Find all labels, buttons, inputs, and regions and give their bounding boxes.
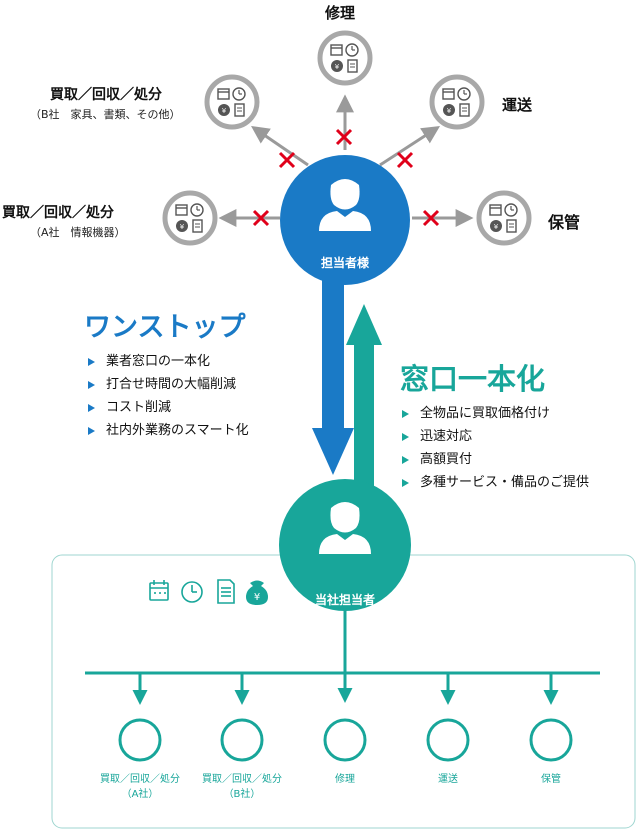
list-item: 社内外業務のスマート化: [86, 419, 249, 442]
list-item: 高額買付: [400, 448, 589, 471]
yen-bag-icon: ¥: [246, 580, 268, 605]
bottom-hub-label: 当社担当者: [314, 593, 375, 607]
storage-label: 保管: [548, 213, 581, 232]
arrow-to-transport: [379, 126, 441, 167]
node-buy-a: [118, 718, 162, 762]
cross-marks: [252, 128, 440, 227]
bullet-arrow-icon: [88, 427, 95, 435]
transport-vendor-icon: [432, 77, 482, 127]
list-item: 打合せ時間の大幅削減: [86, 373, 249, 396]
clock-icon: [181, 581, 203, 603]
top-hub-label: 担当者様: [320, 256, 369, 270]
repair-label: 修理: [325, 4, 356, 22]
document-icon: [217, 579, 235, 604]
buy-b-label: 買取／回収／処分: [50, 87, 162, 103]
buy-a-label: 買取／回収／処分: [2, 205, 114, 221]
calendar-icon: [149, 580, 169, 601]
transport-label: 運送: [502, 96, 533, 114]
bullet-arrow-icon: [88, 381, 95, 389]
onestop-list: 業者窓口の一本化 打合せ時間の大幅削減 コスト削減 社内外業務のスマート化: [86, 350, 249, 442]
node-label-storage: 保管: [541, 774, 561, 785]
cross-icon: [278, 151, 296, 169]
single-window-list: 全物品に買取価格付け 迅速対応 高額買付 多種サービス・備品のご提供: [400, 402, 589, 494]
bullet-arrow-icon: [88, 358, 95, 366]
vendor-arrows: [218, 94, 474, 227]
node-storage: [529, 718, 573, 762]
repair-vendor-icon: [320, 33, 370, 83]
list-item: 全物品に買取価格付け: [400, 402, 589, 425]
buy-b-sub: （B社 家具、書類、その他）: [30, 108, 181, 121]
onestop-title: ワンストップ: [84, 312, 246, 343]
node-buy-b: [220, 718, 264, 762]
list-item: 業者窓口の一本化: [86, 350, 249, 373]
svg-text:¥: ¥: [254, 592, 260, 603]
bullet-arrow-icon: [402, 479, 409, 487]
node-transport: [426, 718, 470, 762]
branch-arrows: [132, 673, 559, 705]
buy-a-sub: （A社 情報機器）: [30, 226, 126, 239]
arrow-to-buy-b: [251, 125, 309, 167]
down-arrow: [312, 280, 354, 475]
cross-icon: [252, 209, 270, 227]
node-label-buy-b: 買取／回収／処分 （B社）: [202, 774, 282, 800]
bullet-arrow-icon: [402, 410, 409, 418]
bullet-arrow-icon: [402, 456, 409, 464]
node-label-repair: 修理: [335, 774, 355, 785]
cross-icon: [335, 128, 353, 146]
bullet-arrow-icon: [88, 404, 95, 412]
node-repair: [323, 718, 367, 762]
buy-a-vendor-icon: [165, 193, 215, 243]
single-window-title: 窓口一本化: [400, 362, 546, 396]
storage-vendor-icon: [479, 193, 529, 243]
bullet-arrow-icon: [402, 433, 409, 441]
list-item: 多種サービス・備品のご提供: [400, 471, 589, 494]
node-label-buy-a: 買取／回収／処分 （A社）: [100, 774, 180, 800]
buy-b-vendor-icon: [207, 77, 257, 127]
cross-icon: [422, 209, 440, 227]
list-item: コスト削減: [86, 396, 249, 419]
node-label-transport: 運送: [438, 774, 458, 785]
up-arrow: [346, 304, 382, 503]
list-item: 迅速対応: [400, 425, 589, 448]
service-icons: ¥: [149, 579, 268, 605]
cross-icon: [396, 151, 414, 169]
